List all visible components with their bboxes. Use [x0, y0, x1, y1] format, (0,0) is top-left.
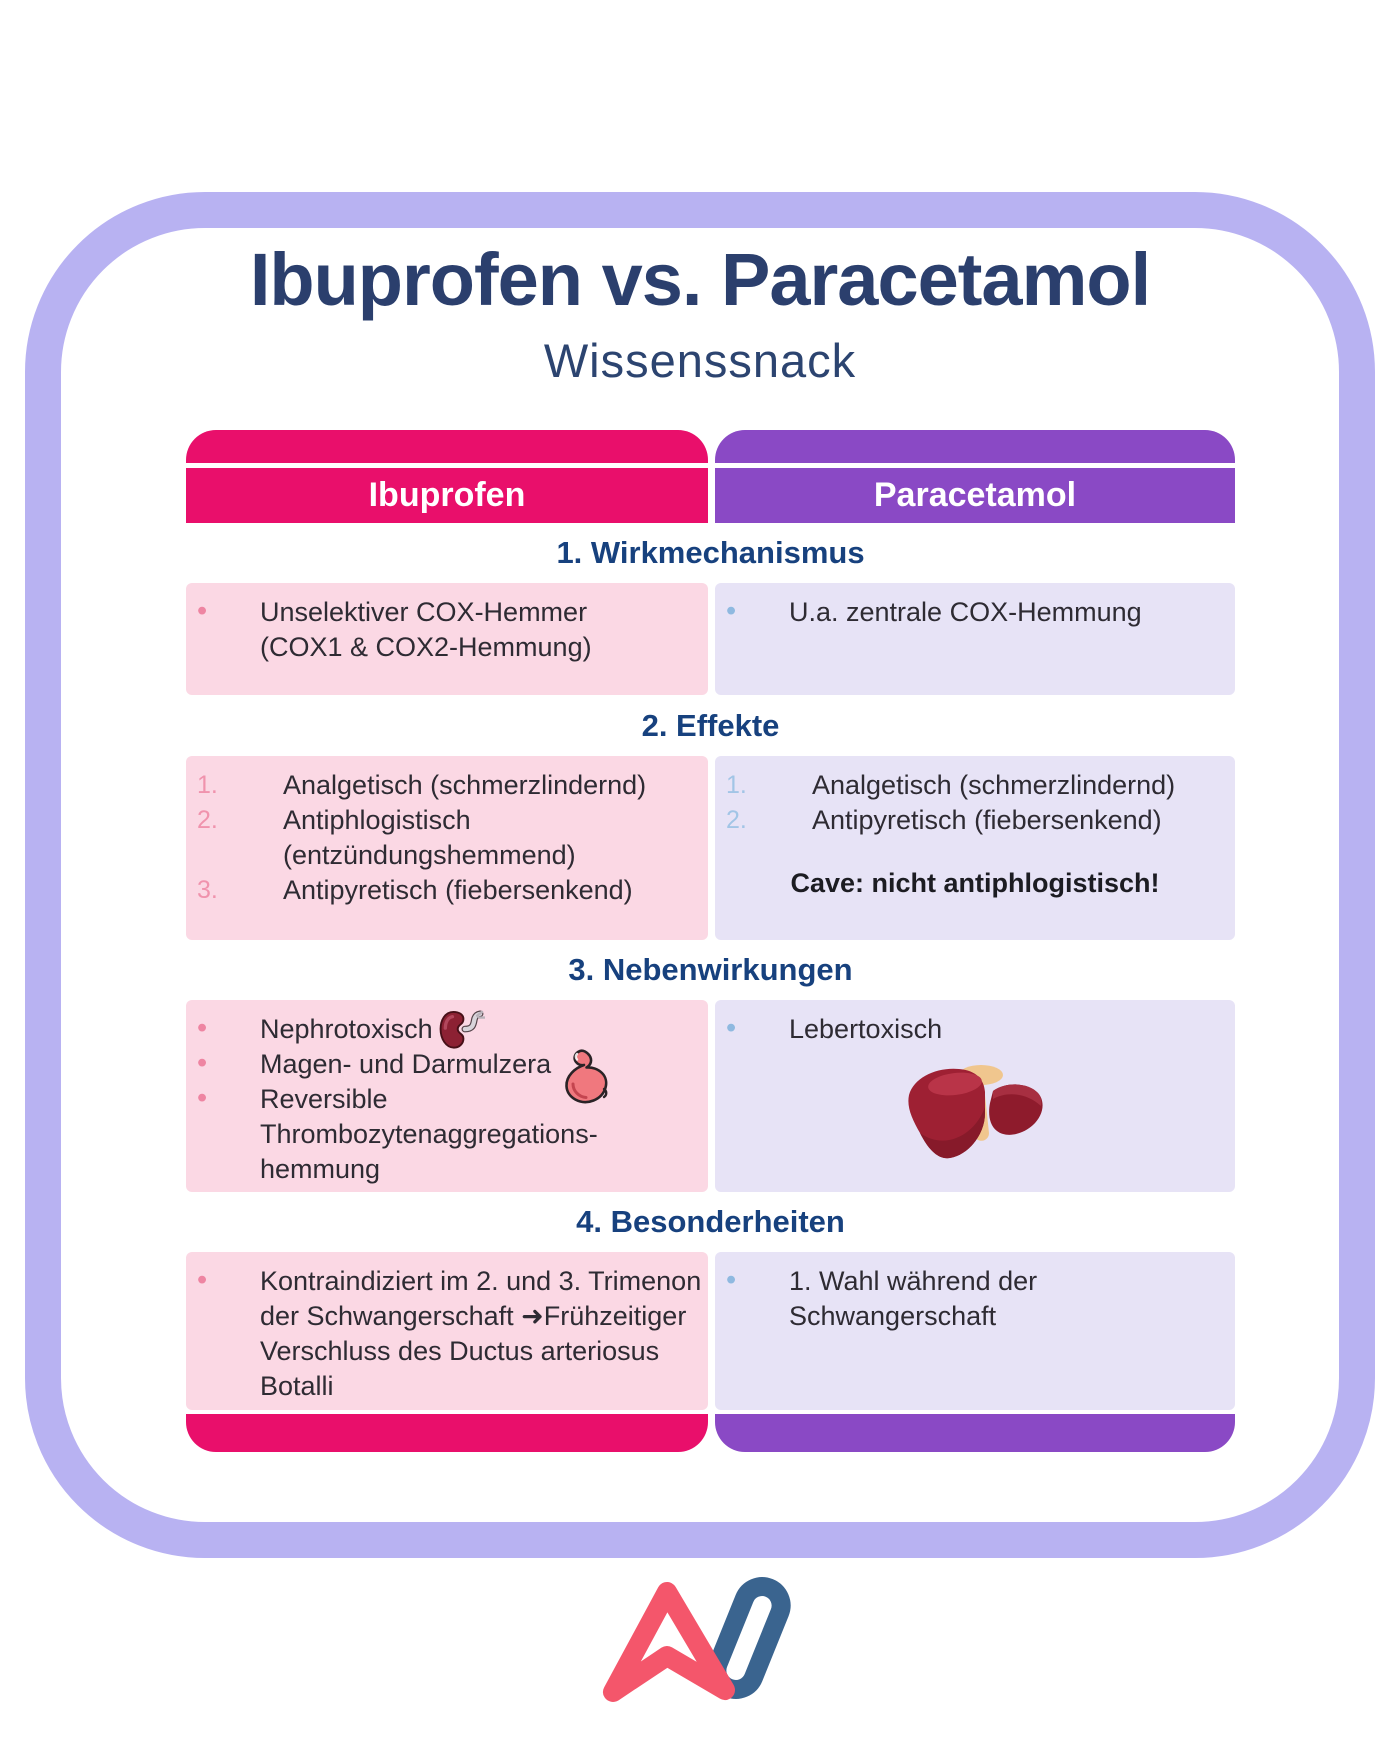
cell-ibuprofen-effekte: 1. Analgetisch (schmerzlindernd) 2. Anti…: [186, 756, 708, 940]
brand-logo: [597, 1574, 797, 1714]
paracetamol-header: Paracetamol: [715, 468, 1235, 523]
page-title: Ibuprofen vs. Paracetamol: [249, 238, 1151, 321]
ibuprofen-cap: [186, 430, 708, 463]
list-item: • Nephrotoxisch: [186, 1010, 708, 1050]
list-item: 1. Analgetisch (schmerzlindernd): [197, 770, 647, 800]
cell-ibuprofen-nebenwirkungen: • Nephrotoxisch • Magen- und Darmulzera: [186, 1000, 708, 1192]
cell-paracetamol-wirkmechanismus: • U.a. zentrale COX-Hemmung: [715, 583, 1235, 695]
list-item: • 1. Wahl während der Schwangerschaft: [726, 1264, 1038, 1331]
footer-caps: [186, 1414, 1235, 1452]
liver-icon: [905, 1063, 1045, 1167]
cave-note: Cave: nicht antiphlogistisch!: [790, 868, 1160, 898]
section-title-besonderheiten: 4. Besonderheiten: [576, 1204, 845, 1239]
ibuprofen-bottom-cap: [186, 1414, 708, 1452]
list-item: 2. Antipyretisch (fiebersenkend): [726, 805, 1162, 835]
list-item: • Unselektiver COX-Hemmer (COX1 & COX2-H…: [197, 595, 592, 662]
paracetamol-cap: [715, 430, 1235, 463]
list-item: 2. Antiphlogistisch (entzündungshemmend): [197, 805, 576, 870]
comparison-table: Ibuprofen Paracetamol 1. Wirkmechanismus…: [186, 430, 1235, 1452]
bullet-icon: •: [726, 595, 737, 627]
paracetamol-bottom-cap: [715, 1414, 1235, 1452]
kidney-icon: [439, 1010, 486, 1050]
list-item: • Lebertoxisch: [726, 1012, 943, 1044]
section-title-wirkmechanismus: 1. Wirkmechanismus: [556, 535, 865, 570]
header-bands: Ibuprofen Paracetamol: [186, 468, 1235, 523]
section-title-nebenwirkungen: 3. Nebenwirkungen: [568, 952, 853, 987]
page-subtitle: Wissenssnack: [543, 334, 857, 387]
list-item: • Kontraindiziert im 2. und 3. Trimenon …: [197, 1264, 702, 1401]
list-item: • U.a. zentrale COX-Hemmung: [726, 595, 1142, 627]
cell-paracetamol-effekte: 1. Analgetisch (schmerzlindernd) 2. Anti…: [715, 756, 1235, 940]
cell-paracetamol-nebenwirkungen: • Lebertoxisch: [715, 1000, 1235, 1192]
outer-border: [25, 192, 1375, 1558]
list-item: • Reversible Thrombozytenaggregations-he…: [197, 1082, 598, 1184]
stomach-icon: [555, 1047, 619, 1109]
section-title-effekte: 2. Effekte: [641, 707, 780, 743]
list-item: 1. Analgetisch (schmerzlindernd): [726, 770, 1176, 800]
header-caps: [186, 430, 1235, 463]
list-item: • Magen- und Darmulzera: [186, 1047, 708, 1104]
list-item: 3. Antipyretisch (fiebersenkend): [197, 875, 633, 905]
logo-red-shape: [603, 1582, 735, 1702]
cell-paracetamol-besonderheiten: • 1. Wahl während der Schwangerschaft: [715, 1252, 1235, 1410]
bullet-icon: •: [197, 595, 208, 627]
ibuprofen-header: Ibuprofen: [186, 468, 708, 523]
cell-ibuprofen-wirkmechanismus: • Unselektiver COX-Hemmer (COX1 & COX2-H…: [186, 583, 708, 695]
cell-ibuprofen-besonderheiten: • Kontraindiziert im 2. und 3. Trimenon …: [186, 1252, 708, 1410]
